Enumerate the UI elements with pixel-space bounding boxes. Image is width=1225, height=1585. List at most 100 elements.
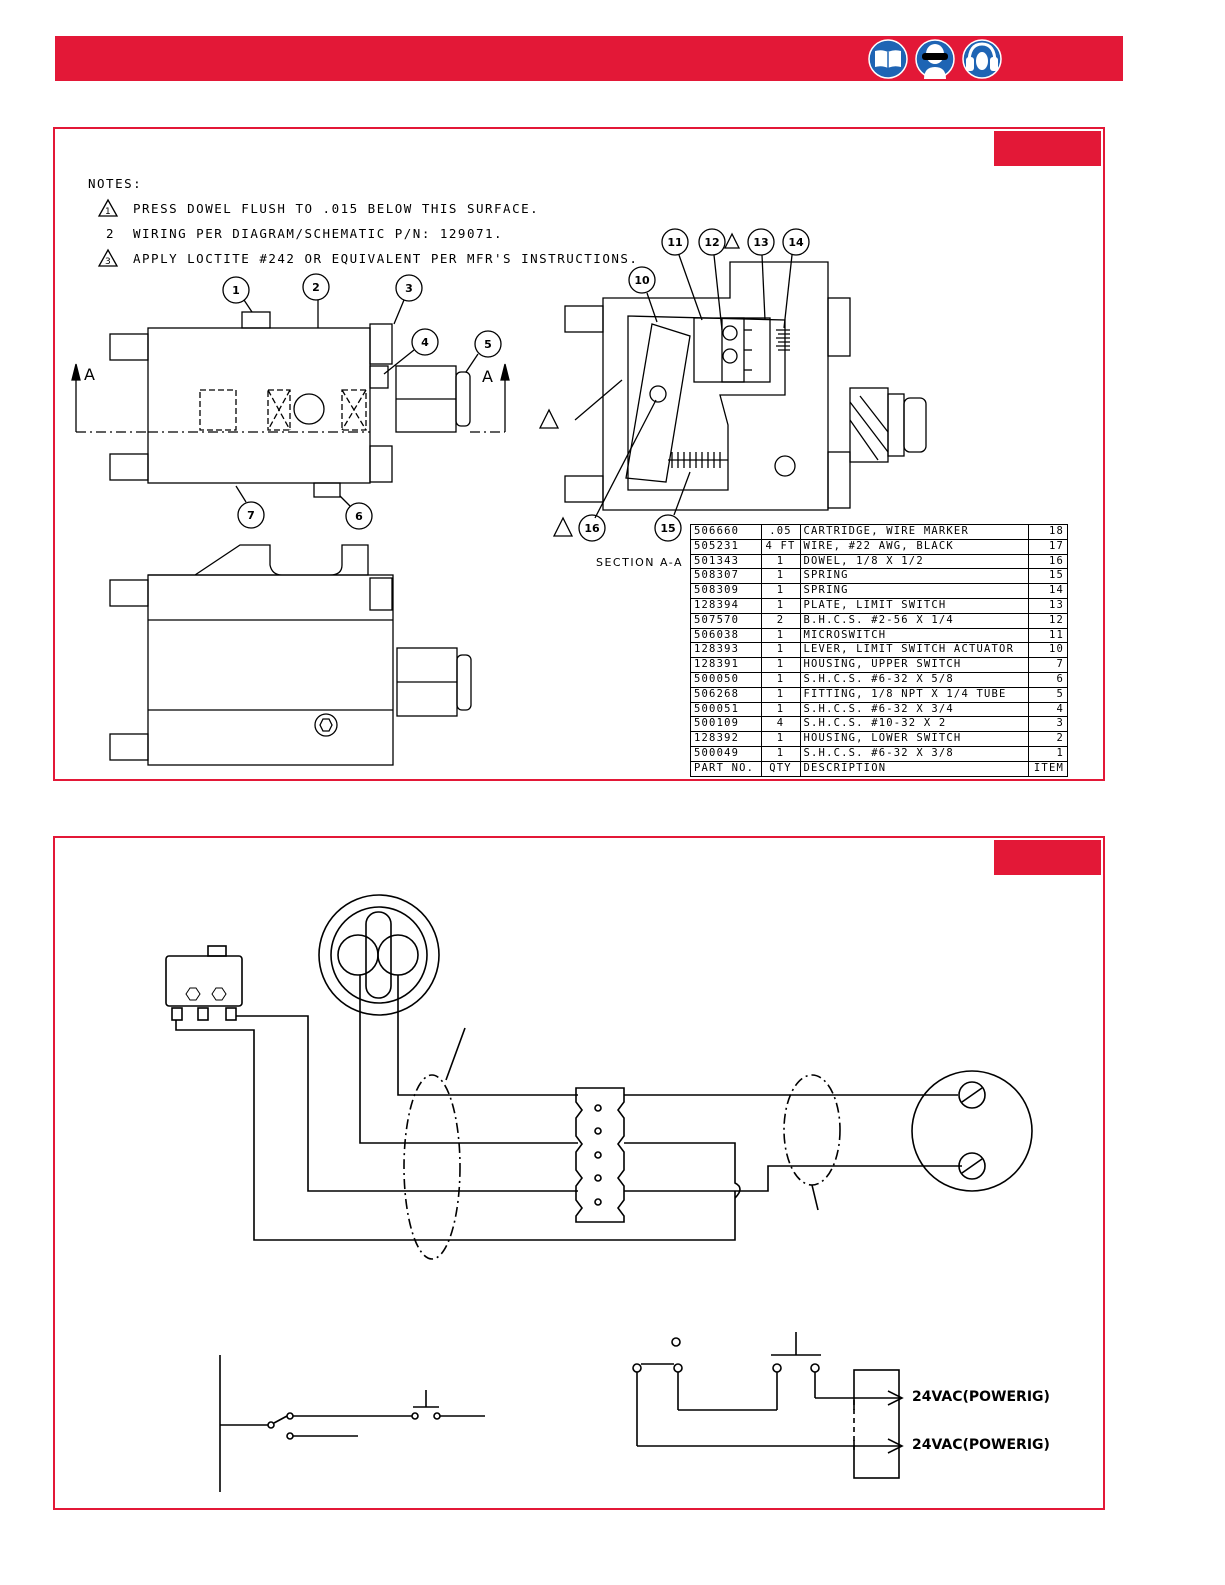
item-cell: 3 (1028, 716, 1068, 733)
part-number-cell: 128394 (690, 597, 762, 614)
qty-cell: 4 (760, 716, 801, 733)
note-1: PRESS DOWEL FLUSH TO .015 BELOW THIS SUR… (133, 201, 540, 216)
section-marker-right: A (482, 367, 493, 386)
part-number-cell: 507570 (690, 612, 762, 629)
description-cell: LEVER, LIMIT SWITCH ACTUATOR (799, 642, 1030, 659)
side-view (109, 544, 472, 766)
item-cell: 14 (1028, 583, 1068, 599)
svg-text:2: 2 (312, 281, 320, 294)
qty-cell: 1 (760, 568, 801, 585)
part-number-cell: 128393 (690, 642, 762, 659)
wiring-diagram (165, 894, 1033, 1492)
description-cell: S.H.C.S. #6-32 X 3/4 (799, 701, 1030, 718)
item-cell: 17 (1028, 538, 1068, 555)
note-3: APPLY LOCTITE #242 OR EQUIVALENT PER MFR… (133, 251, 639, 266)
balloon-labels: 1 2 3 4 5 6 7 10 11 12 13 14 15 16 (232, 236, 804, 535)
item-cell: 7 (1028, 657, 1068, 673)
item-cell: 11 (1028, 627, 1068, 644)
description-cell: MICROSWITCH (799, 627, 1030, 644)
qty-cell: 1 (760, 553, 801, 570)
control-schematic (632, 1332, 904, 1479)
item-cell: 2 (1028, 731, 1068, 747)
qty-cell: 1 (760, 657, 801, 673)
front-view (71, 311, 510, 498)
svg-text:6: 6 (355, 510, 363, 523)
description-cell: SPRING (799, 568, 1030, 585)
header-part-no: PART NO. (690, 760, 762, 777)
qty-cell: 1 (760, 745, 801, 762)
note-1-callout-icon (538, 408, 560, 429)
item-cell: 10 (1028, 642, 1068, 659)
note-3-callout-icon (723, 232, 741, 249)
part-number-cell: 128392 (690, 731, 762, 747)
svg-text:11: 11 (667, 236, 682, 249)
svg-text:3: 3 (405, 282, 413, 295)
qty-cell: 1 (760, 686, 801, 703)
part-number-cell: 500051 (690, 701, 762, 718)
receptacle-icon (911, 1070, 1033, 1192)
description-cell: B.H.C.S. #2-56 X 1/4 (799, 612, 1030, 629)
panel-tab (994, 840, 1101, 875)
ear-protection-icon (962, 39, 1002, 79)
item-cell: 13 (1028, 597, 1068, 614)
svg-text:10: 10 (634, 274, 650, 287)
note-1-triangle-icon: 1 (97, 198, 119, 217)
description-cell: CARTRIDGE, WIRE MARKER (799, 524, 1030, 540)
part-number-cell: 128391 (690, 657, 762, 673)
qty-cell: 1 (760, 627, 801, 644)
description-cell: PLATE, LIMIT SWITCH (799, 597, 1030, 614)
qty-cell: 4 FT (760, 538, 801, 555)
terminal-strip-icon (575, 1087, 625, 1223)
svg-text:3: 3 (105, 257, 111, 267)
svg-text:14: 14 (788, 236, 804, 249)
qty-cell: 1 (760, 671, 801, 688)
item-cell: 6 (1028, 671, 1068, 688)
schematic-label-2: 24VAC(POWERIG) (912, 1437, 1050, 1453)
qty-cell: 2 (760, 612, 801, 629)
description-cell: HOUSING, LOWER SWITCH (799, 731, 1030, 747)
header-qty: QTY (760, 760, 801, 777)
description-cell: S.H.C.S. #6-32 X 5/8 (799, 671, 1030, 688)
note-2-marker: 2 (106, 226, 116, 241)
part-number-cell: 506038 (690, 627, 762, 644)
connector-plug-icon (318, 894, 440, 1016)
microswitch-icon (165, 945, 243, 1021)
svg-text:12: 12 (704, 236, 719, 249)
item-cell: 16 (1028, 553, 1068, 570)
description-cell: HOUSING, UPPER SWITCH (799, 657, 1030, 673)
note-1-callout-icon (552, 516, 574, 537)
svg-text:7: 7 (247, 509, 255, 522)
panel-tab (994, 131, 1101, 166)
section-view (564, 261, 927, 519)
safety-icons (868, 39, 1002, 79)
qty-cell: 1 (760, 583, 801, 599)
part-number-cell: 508307 (690, 568, 762, 585)
svg-text:1: 1 (232, 284, 240, 297)
notes-title: NOTES: (88, 176, 143, 191)
description-cell: S.H.C.S. #10-32 X 2 (799, 716, 1030, 733)
description-cell: FITTING, 1/8 NPT X 1/4 TUBE (799, 686, 1030, 703)
item-cell: 12 (1028, 612, 1068, 629)
header-description: DESCRIPTION (799, 760, 1030, 777)
svg-text:15: 15 (660, 522, 675, 535)
svg-text:5: 5 (484, 338, 492, 351)
description-cell: S.H.C.S. #6-32 X 3/8 (799, 745, 1030, 762)
qty-cell: 1 (760, 701, 801, 718)
balloons (222, 228, 810, 542)
